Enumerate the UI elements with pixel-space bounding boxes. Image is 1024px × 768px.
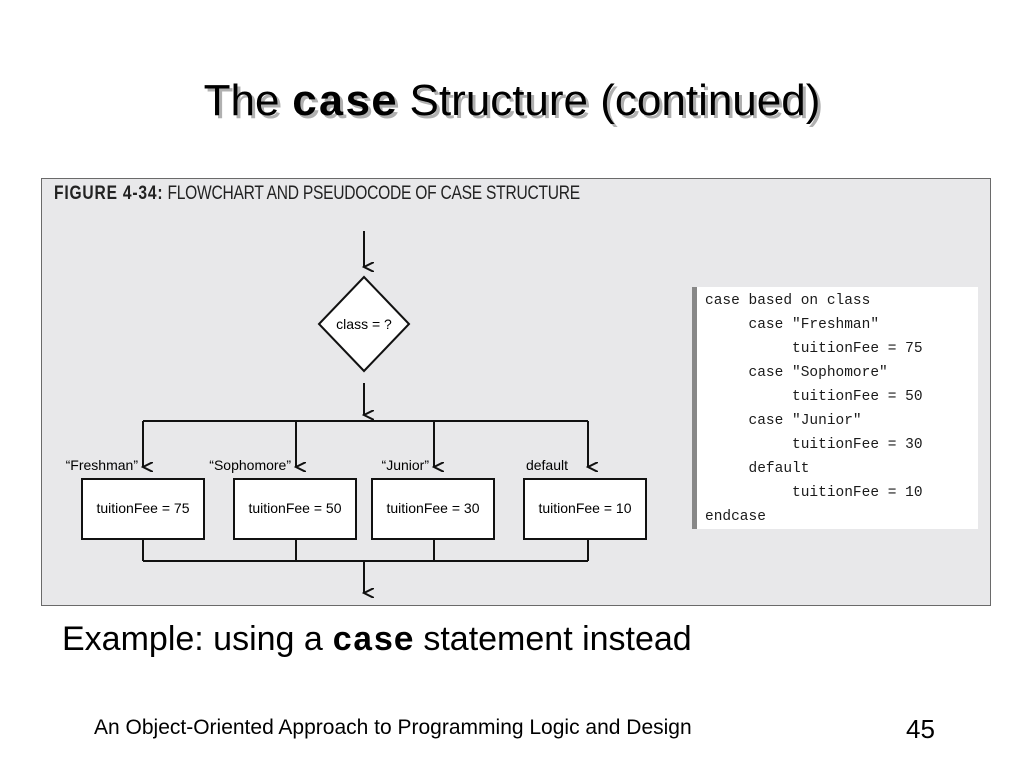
process-box-junior — [371, 478, 495, 540]
example-code-keyword: case — [332, 623, 414, 661]
process-box-sophomore — [233, 478, 357, 540]
example-bullet: Example: using a case statement instead — [62, 620, 692, 661]
branch-label-junior: “Junior” — [382, 457, 430, 473]
process-box-default — [523, 478, 647, 540]
flowchart: class = ? “Freshman” “Sophomore” “Junior… — [66, 231, 647, 605]
branch-label-sophomore: “Sophomore” — [209, 457, 291, 473]
figure-caption: FIGURE 4-34: FLOWCHART AND PSEUDOCODE OF… — [54, 183, 580, 205]
pseudocode-line: case "Sophomore" — [705, 365, 888, 381]
process-text-sophomore: tuitionFee = 50 — [248, 500, 341, 516]
branch-label-freshman: “Freshman” — [66, 457, 139, 473]
branch-label-default: default — [526, 457, 568, 473]
figure-panel: FIGURE 4-34: FLOWCHART AND PSEUDOCODE OF… — [41, 178, 991, 606]
decision-diamond — [317, 275, 411, 373]
pseudocode-line: case "Junior" — [705, 413, 862, 429]
pseudocode-line: endcase — [705, 509, 766, 525]
pseudocode-line: tuitionFee = 75 — [705, 341, 923, 357]
process-text-freshman: tuitionFee = 75 — [96, 500, 189, 516]
example-text-before: Example: using a — [62, 620, 333, 658]
decision-label: class = ? — [336, 316, 392, 332]
figure-caption-text: FLOWCHART AND PSEUDOCODE OF CASE STRUCTU… — [167, 183, 580, 204]
pseudocode-panel: case based on class case "Freshman" tuit… — [692, 287, 978, 529]
page-number: 45 — [906, 714, 935, 744]
title-text-before: The — [203, 76, 292, 125]
slide-title: The case Structure (continued) — [0, 76, 1024, 129]
pseudocode-line: tuitionFee = 50 — [705, 389, 923, 405]
pseudocode-line: tuitionFee = 10 — [705, 485, 923, 501]
title-text-after: Structure (continued) — [397, 76, 821, 125]
title-code-keyword: case — [291, 79, 398, 129]
pseudocode-line: case based on class — [705, 293, 871, 309]
figure-number: FIGURE 4-34: — [54, 183, 164, 204]
pseudocode-line: default — [705, 461, 810, 477]
pseudocode-line: case "Freshman" — [705, 317, 880, 333]
process-text-junior: tuitionFee = 30 — [386, 500, 479, 516]
pseudocode-line: tuitionFee = 30 — [705, 437, 923, 453]
slide-footer: An Object-Oriented Approach to Programmi… — [94, 716, 692, 739]
process-text-default: tuitionFee = 10 — [538, 500, 631, 516]
process-box-freshman — [81, 478, 205, 540]
example-text-after: statement instead — [413, 620, 692, 658]
